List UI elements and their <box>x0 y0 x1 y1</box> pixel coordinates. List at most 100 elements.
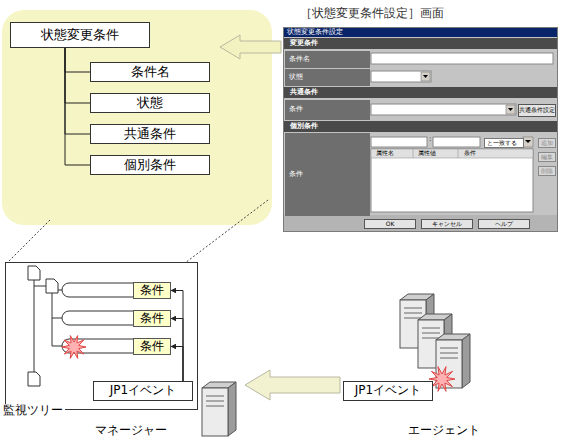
tree-connector <box>65 48 90 103</box>
host-label: エージェント <box>408 424 480 437</box>
event-arrow <box>171 291 183 382</box>
window-body <box>283 27 558 232</box>
zoom-arrow <box>220 35 281 59</box>
property-box: 状態 <box>90 93 210 113</box>
node-text: 条件名 <box>289 56 310 64</box>
node-text: 条件 <box>140 312 164 325</box>
tree-connector <box>65 48 90 72</box>
server-slot <box>404 308 422 309</box>
combo-arrow <box>525 140 531 143</box>
field-label: 状態 <box>285 69 370 86</box>
text-field <box>371 137 427 147</box>
condition-tag: 条件 <box>133 282 171 299</box>
alert-burst <box>62 336 86 359</box>
combo-box: と一致する <box>484 138 524 148</box>
tree-line <box>52 346 62 347</box>
combo-button <box>421 72 430 81</box>
node-text: ヘルプ <box>495 221 513 228</box>
section-band: 変更条件 <box>284 38 557 49</box>
node-text: 変更条件 <box>290 40 318 48</box>
server-slot <box>440 358 458 359</box>
combo-field <box>371 104 516 115</box>
server-slot <box>206 406 224 407</box>
server-slot <box>440 348 458 349</box>
combo-button <box>506 105 515 114</box>
node-text: ［状態変更条件設定］画面 <box>300 7 444 20</box>
separator-mark: : <box>429 136 431 144</box>
window-footer <box>283 215 558 232</box>
node-text: JP1イベント <box>110 384 176 397</box>
field-label: 条件名 <box>285 51 370 68</box>
object-box: 状態変更条件 <box>10 22 150 48</box>
table-cell: 属性名 <box>376 150 394 157</box>
event-box: JP1イベント <box>343 381 433 401</box>
text-field <box>371 53 553 64</box>
server-slot <box>422 333 440 334</box>
section-band: 共通条件 <box>284 87 557 98</box>
table-cell: 条件 <box>464 150 476 157</box>
dialog-button: 追加 <box>538 138 556 148</box>
property-box: 共通条件 <box>90 124 210 144</box>
condition-tag: 条件 <box>133 310 171 327</box>
node-text: 条件 <box>140 284 164 297</box>
property-box: 条件名 <box>90 62 210 82</box>
combo-field <box>371 71 431 82</box>
server-slot <box>440 353 458 354</box>
tree-icon <box>28 266 40 280</box>
node-text: JP1イベント <box>355 384 421 397</box>
tree-line <box>34 286 46 287</box>
server-slot <box>404 313 422 314</box>
node-text: 個別条件 <box>124 158 176 172</box>
node-text: 条件 <box>140 340 164 353</box>
table-divider <box>413 149 414 158</box>
tree-line <box>52 318 62 319</box>
node-text: と一致する <box>487 140 517 147</box>
server-slot <box>422 338 440 339</box>
node-text: 条件 <box>289 106 303 114</box>
dialog-window: 変更条件条件名状態共通条件条件共通条件設定個別条件条件と一致する追加編集削除OK… <box>283 27 558 232</box>
table-cell: 属性値 <box>418 150 436 157</box>
event-flow-arrow <box>245 370 340 400</box>
server-front <box>202 388 228 436</box>
tree-connector <box>65 48 90 134</box>
node-text: 状態変更条件 <box>41 28 119 42</box>
text-field <box>433 137 480 147</box>
node-text: 監視ツリー <box>3 404 65 417</box>
server-slot <box>404 318 422 319</box>
server-side <box>462 334 470 388</box>
dialog-button: キャンセル <box>421 219 473 229</box>
field-label: 条件 <box>285 133 370 216</box>
combo-arrow <box>508 108 513 111</box>
event-arrow <box>171 347 183 382</box>
table-header <box>371 149 533 158</box>
host-label: マネージャー <box>95 424 167 437</box>
server-side <box>228 382 236 436</box>
combo-button <box>523 137 533 147</box>
tree-line <box>34 280 35 373</box>
node-text: 状態 <box>289 74 303 82</box>
node-text: 追加 <box>541 140 553 147</box>
dialog-button: ヘルプ <box>478 219 530 229</box>
section-band: 個別条件 <box>284 121 557 132</box>
node-text: 条件 <box>289 171 303 179</box>
monitor-tree: 条件条件条件JP1イベント監視ツリー <box>5 262 198 410</box>
node-subtext: 状態変更条件設定 <box>284 28 557 37</box>
node-text: キャンセル <box>432 221 462 228</box>
node-text: 編集 <box>541 154 553 161</box>
tree-icon <box>28 372 40 386</box>
tree-line <box>52 293 53 346</box>
tree-connector <box>65 48 90 165</box>
monitor-node <box>62 311 140 325</box>
dialog-button: 編集 <box>538 152 556 162</box>
dialog-button: OK <box>364 219 416 229</box>
event-box: JP1イベント <box>93 381 193 401</box>
server-slot <box>422 328 440 329</box>
property-box: 個別条件 <box>90 155 210 175</box>
node-text: 個別条件 <box>290 123 318 131</box>
tree-icon <box>46 279 58 293</box>
server-slot <box>206 396 224 397</box>
attribute-table <box>371 149 533 212</box>
